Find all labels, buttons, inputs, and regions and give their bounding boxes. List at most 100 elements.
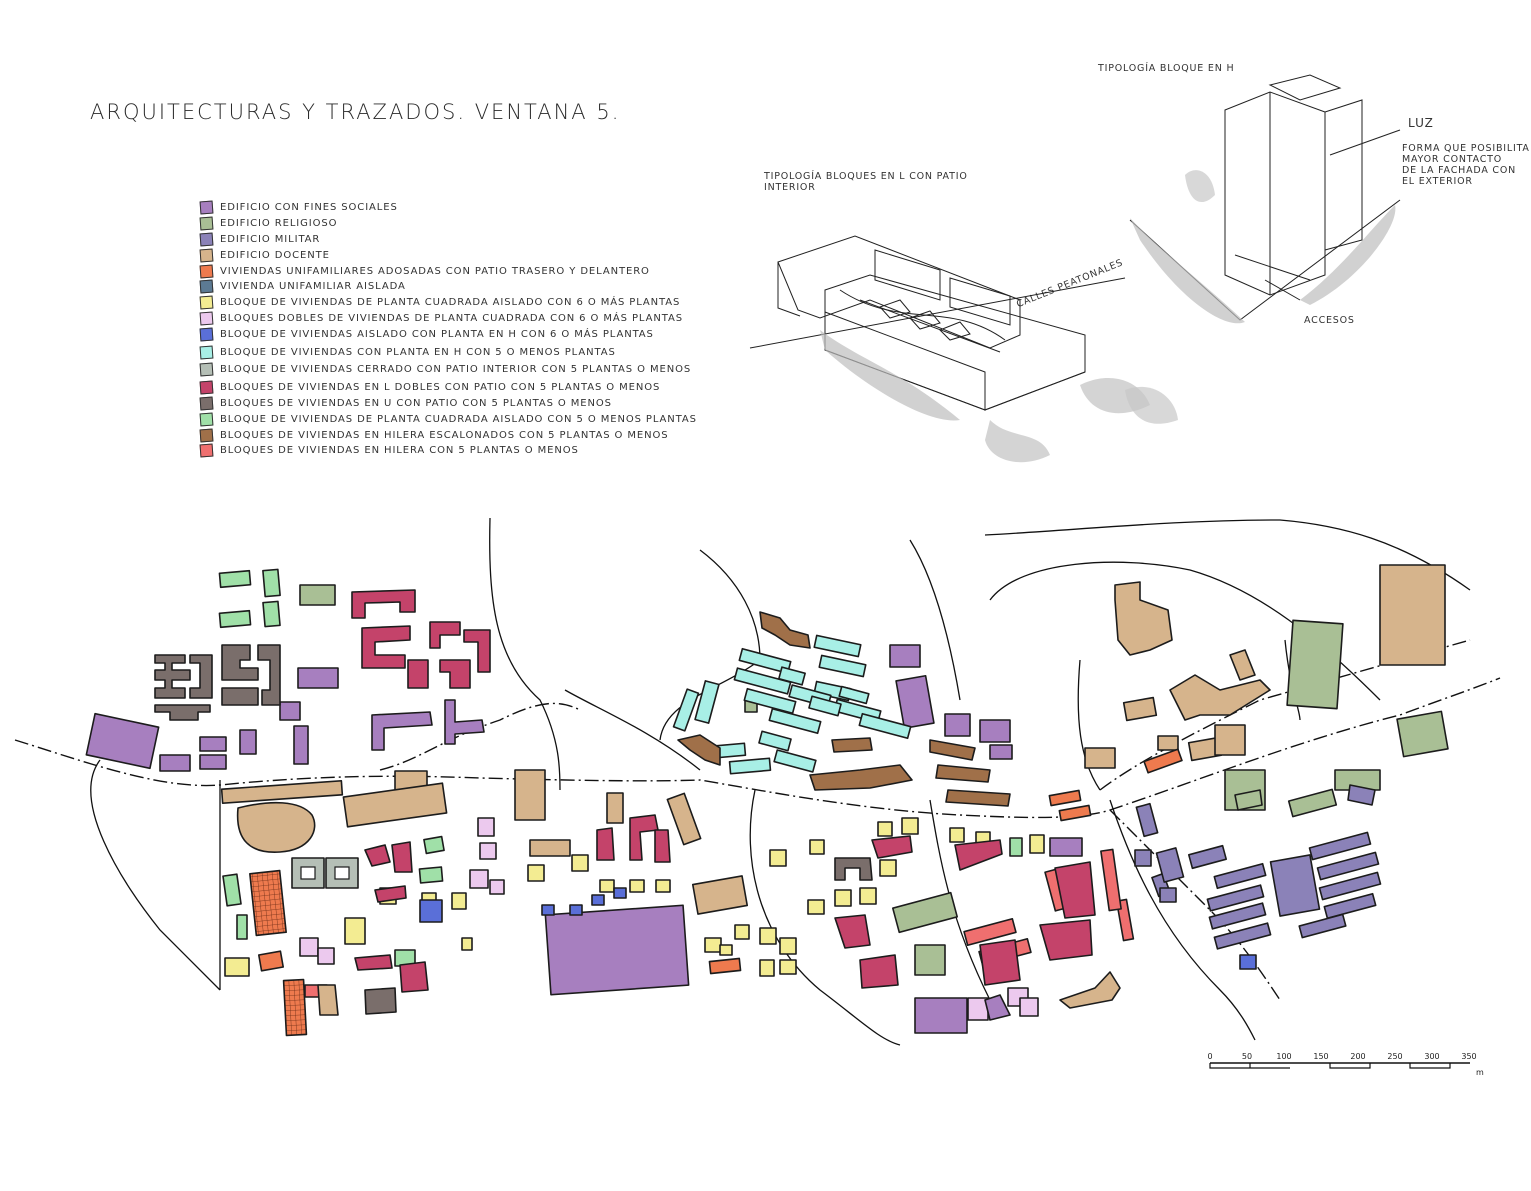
- building-cuad6: [655, 879, 671, 893]
- building-dobles6: [299, 937, 319, 957]
- building-cuad5: [222, 873, 242, 907]
- scale-tick-label: 150: [1313, 1052, 1328, 1061]
- legend-item: VIVIENDAS UNIFAMILIARES ADOSADAS CON PAT…: [199, 263, 720, 279]
- legend-label: BLOQUE DE VIVIENDAS DE PLANTA CUADRADA A…: [220, 297, 681, 309]
- sketch-l-caption: TIPOLOGÍA BLOQUES EN L CON PATIO INTERIO…: [764, 171, 968, 193]
- building-footprints: [85, 564, 1449, 1037]
- building-cuad6: [571, 854, 589, 872]
- building-h5: [758, 730, 792, 752]
- building-cuad6: [779, 959, 797, 975]
- building-h5: [773, 749, 817, 773]
- building-militar: [1308, 831, 1372, 861]
- legend-label: VIVIENDAS UNIFAMILIARES ADOSADAS CON PAT…: [220, 265, 650, 277]
- legend-label: EDIFICIO DOCENTE: [220, 249, 330, 261]
- building-religioso: [299, 584, 336, 606]
- scale-tick-label: 100: [1276, 1052, 1291, 1061]
- building-l5: [654, 829, 671, 863]
- legend-item: EDIFICIO DOCENTE: [199, 247, 720, 263]
- building-cuad6: [704, 937, 722, 953]
- building-l5: [463, 629, 491, 673]
- building-religioso: [914, 944, 946, 976]
- building-escal: [935, 764, 991, 783]
- legend-label: BLOQUES DE VIVIENDAS EN HILERA ESCALONAD…: [220, 429, 669, 441]
- scale-tick-label: 250: [1387, 1052, 1402, 1061]
- legend-label: BLOQUE DE VIVIENDAS DE PLANTA CUADRADA A…: [220, 413, 697, 425]
- building-l5: [391, 841, 413, 873]
- sketch-h-block: [1129, 74, 1401, 324]
- building-escal: [929, 739, 976, 761]
- building-h5: [728, 757, 772, 775]
- building-escal: [945, 789, 1011, 807]
- building-cuad6: [527, 864, 545, 882]
- legend-item: BLOQUES DE VIVIENDAS EN U CON PATIO CON …: [199, 396, 720, 412]
- building-social: [293, 725, 309, 765]
- building-l5: [954, 839, 1003, 871]
- building-docente: [514, 769, 546, 821]
- building-h5: [813, 634, 862, 658]
- building-cuad6: [344, 917, 366, 945]
- legend-label: EDIFICIO CON FINES SOCIALES: [220, 202, 398, 214]
- building-social: [1049, 837, 1083, 857]
- building-cuad6: [734, 924, 750, 940]
- building-h6: [541, 904, 555, 916]
- legend-item: BLOQUES DE VIVIENDAS EN HILERA ESCALONAD…: [199, 427, 720, 443]
- building-l5: [354, 954, 393, 971]
- building-l5: [399, 961, 429, 993]
- building-social: [297, 667, 339, 689]
- building-cuad5: [418, 866, 444, 884]
- sketch-l-block: [749, 235, 1178, 463]
- building-h5: [808, 695, 842, 717]
- building-h5: [778, 666, 806, 686]
- building-l5: [596, 827, 615, 861]
- building-militar: [1298, 913, 1347, 939]
- building-escal: [759, 611, 811, 649]
- building-cuad5: [262, 600, 281, 628]
- building-militar: [1155, 847, 1185, 883]
- legend-item: BLOQUE DE VIVIENDAS DE PLANTA CUADRADA A…: [199, 411, 720, 427]
- building-religioso: [1287, 788, 1338, 818]
- building-hilera: [1100, 848, 1122, 912]
- building-cuad6: [461, 937, 473, 951]
- legend-label: EDIFICIO RELIGIOSO: [220, 218, 338, 230]
- building-docente: [220, 780, 344, 804]
- building-l5: [871, 835, 913, 859]
- scale-unit: m: [1476, 1068, 1484, 1077]
- building-cuad6: [599, 879, 615, 893]
- building-militar: [1269, 854, 1321, 917]
- building-cuad5: [218, 569, 252, 589]
- legend-item: BLOQUE DE VIVIENDAS DE PLANTA CUADRADA A…: [199, 295, 720, 311]
- legend-item: EDIFICIO RELIGIOSO: [199, 216, 720, 232]
- building-social: [199, 736, 227, 752]
- building-l5: [364, 844, 391, 867]
- legend-item: BLOQUES DOBLES DE VIVIENDAS DE PLANTA CU…: [199, 311, 720, 327]
- building-escal: [809, 764, 913, 791]
- building-l5: [1054, 861, 1096, 919]
- courtyard: [300, 866, 316, 880]
- building-hilera: [963, 917, 1017, 947]
- scale-tick-label: 350: [1461, 1052, 1476, 1061]
- building-militar: [1208, 902, 1267, 930]
- light-note: FORMA QUE POSIBILITA MAYOR CONTACTO DE L…: [1402, 143, 1530, 187]
- building-l5: [407, 659, 429, 689]
- building-social: [444, 699, 485, 745]
- building-u5: [834, 857, 873, 881]
- building-docente: [1229, 649, 1256, 681]
- sketch-h-caption: TIPOLOGÍA BLOQUE EN H: [1098, 63, 1235, 74]
- building-u5: [364, 987, 397, 1015]
- building-cuad6: [629, 879, 645, 893]
- building-adosadas: [708, 957, 742, 975]
- building-l5: [834, 914, 871, 949]
- building-social: [544, 904, 690, 996]
- scale-tick-label: 0: [1207, 1052, 1212, 1061]
- building-social: [914, 997, 968, 1034]
- building-cuad6: [809, 839, 825, 855]
- building-escal: [831, 737, 873, 753]
- legend-item: BLOQUES DE VIVIENDAS EN HILERA CON 5 PLA…: [199, 443, 720, 459]
- legend-item: BLOQUE DE VIVIENDAS AISLADO CON PLANTA E…: [199, 326, 720, 342]
- building-h5: [743, 687, 797, 715]
- building-adosadas: [257, 950, 285, 972]
- building-militar: [1316, 851, 1380, 881]
- building-cuad6: [901, 817, 919, 835]
- building-dobles6: [317, 947, 335, 965]
- building-social: [889, 644, 921, 668]
